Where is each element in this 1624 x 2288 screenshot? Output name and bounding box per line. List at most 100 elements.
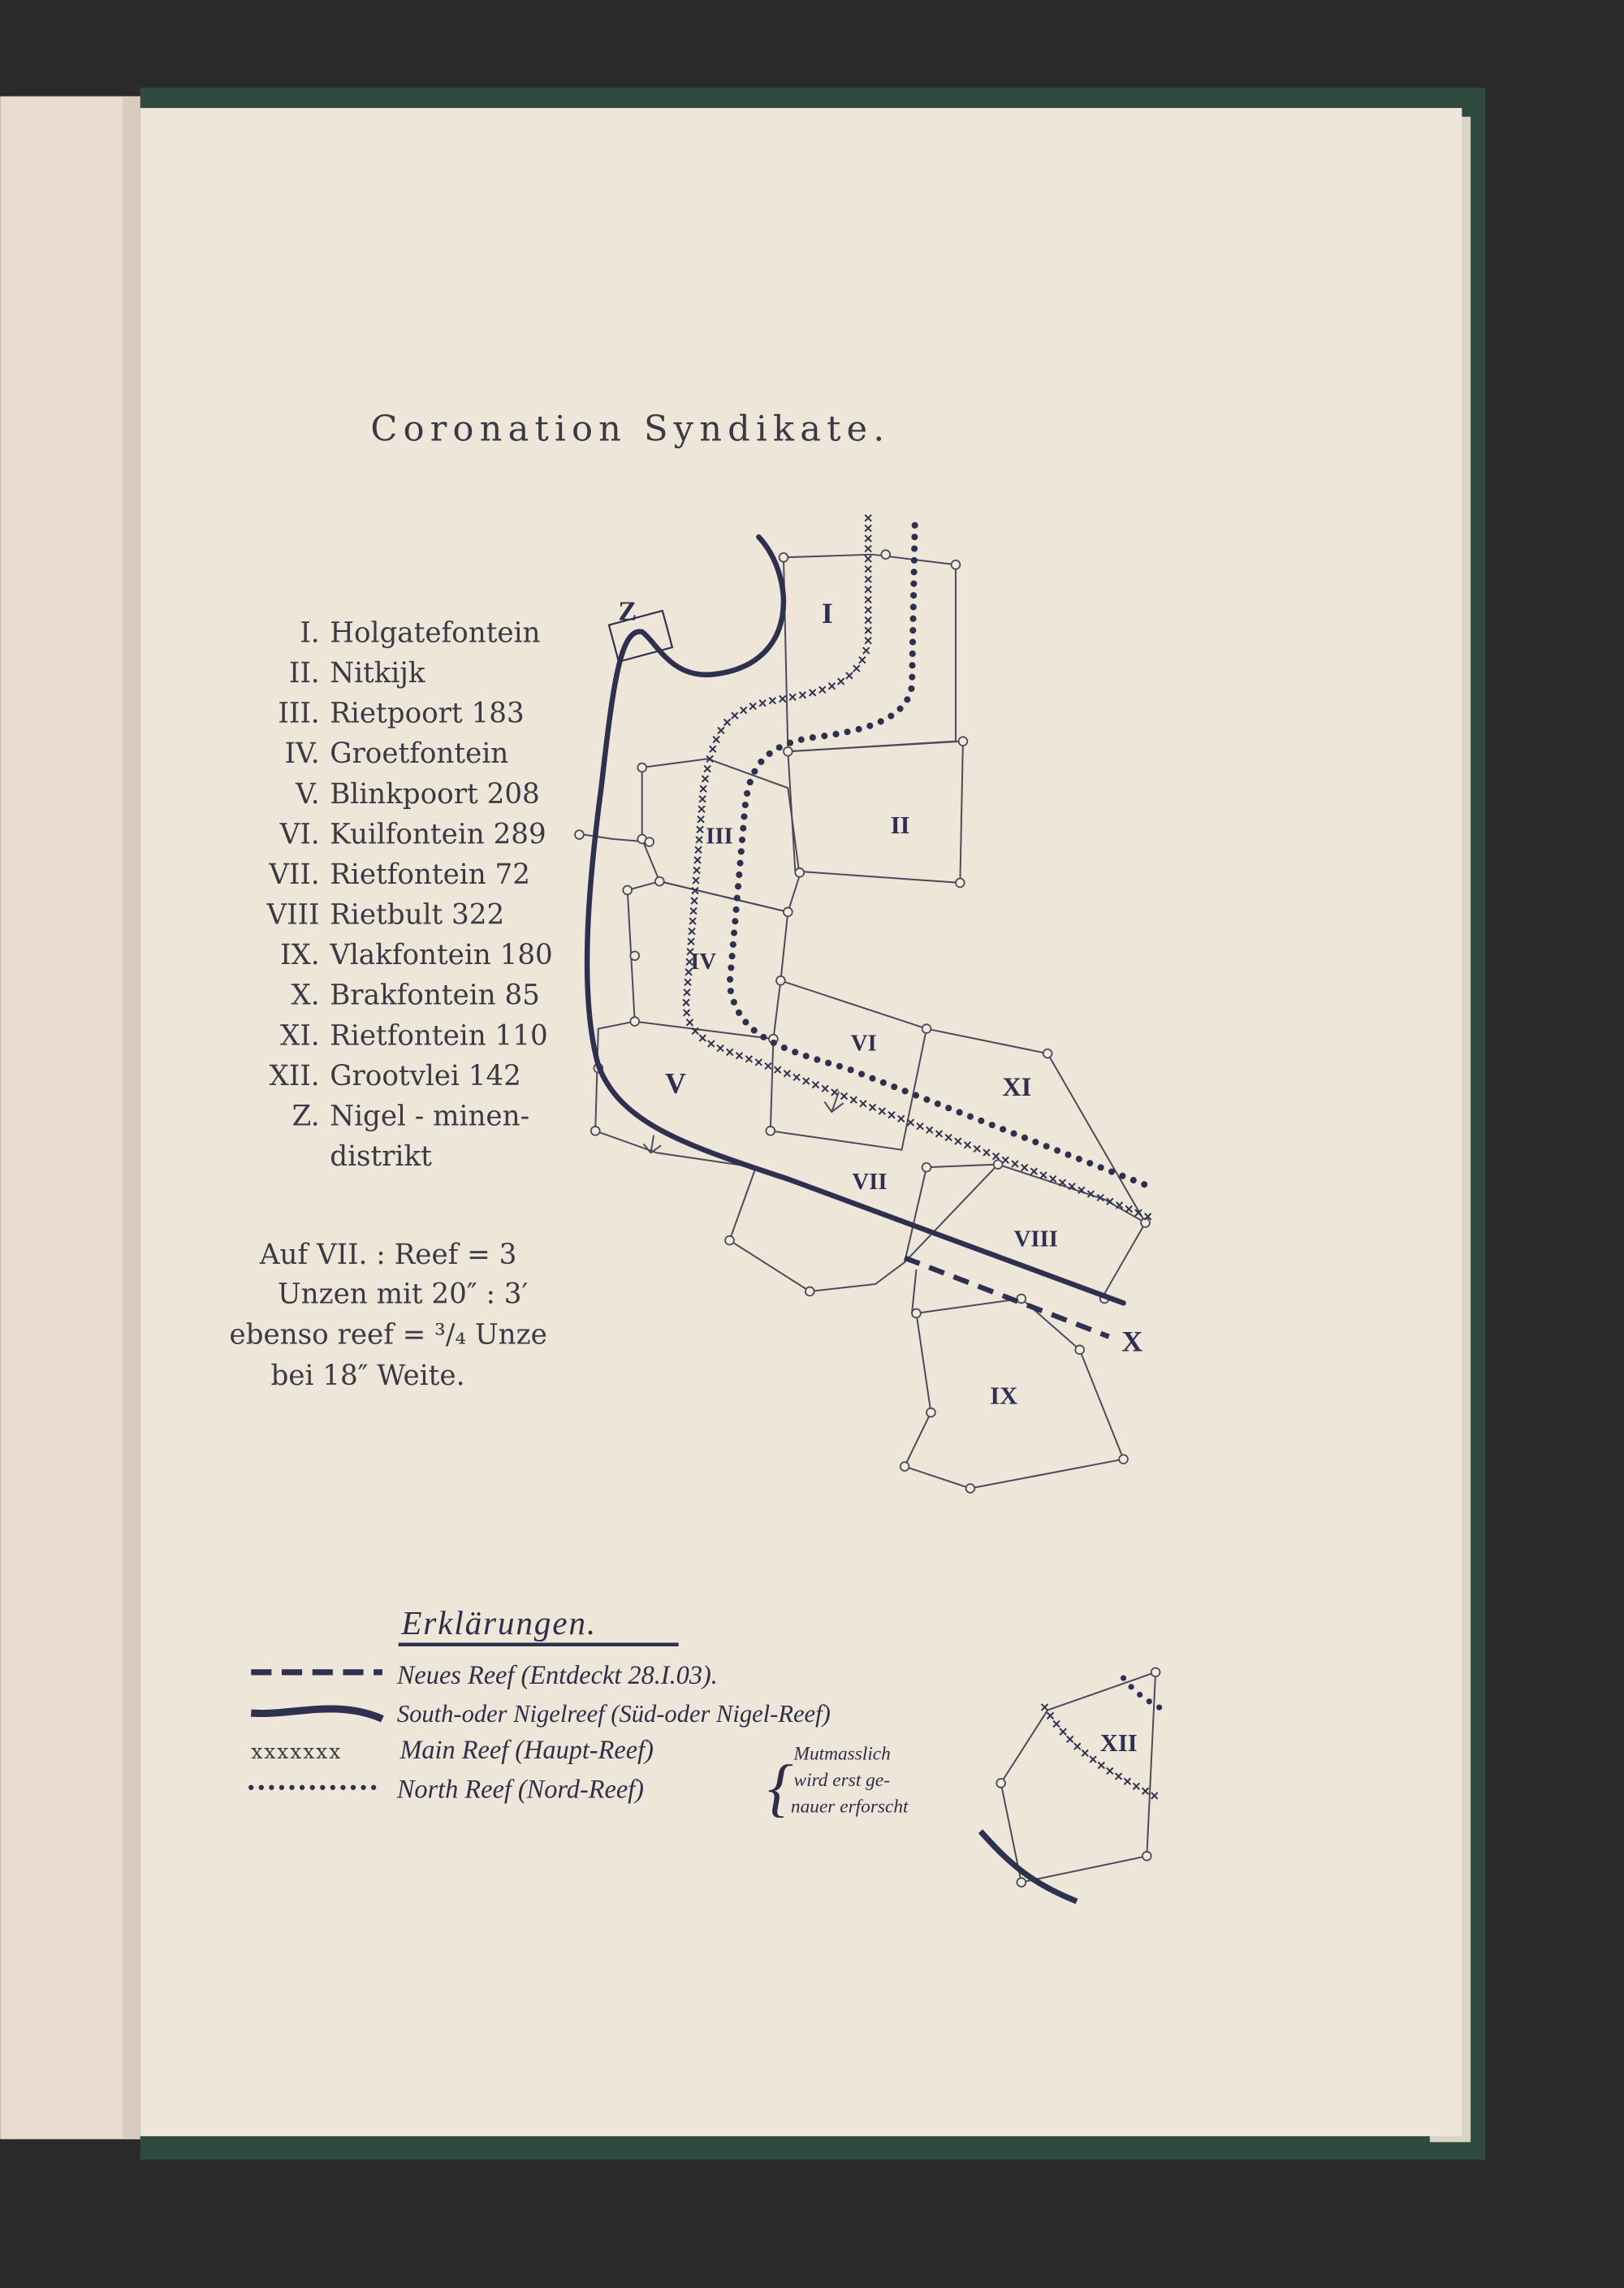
- cross-mark: [1115, 1201, 1124, 1209]
- cross-mark: [827, 682, 836, 690]
- cross-mark: [685, 968, 693, 976]
- cross-mark: [954, 1137, 962, 1145]
- cross-mark: [1086, 1190, 1095, 1198]
- cross-mark: [726, 1048, 734, 1057]
- main-reef-line: [1040, 1703, 1159, 1800]
- map-label: III: [706, 823, 733, 849]
- cross-mark: [689, 917, 697, 925]
- cross-mark: [707, 1040, 715, 1048]
- bracket: {: [767, 1754, 793, 1824]
- cross-mark: [698, 795, 706, 803]
- cross-mark: [1081, 1749, 1089, 1757]
- cross-mark: [811, 1080, 820, 1089]
- cross-mark: [695, 836, 703, 844]
- cross-mark: [683, 988, 691, 997]
- cross-mark: [774, 1066, 782, 1074]
- cross-mark: [983, 1148, 991, 1157]
- cross-mark: [864, 637, 872, 645]
- cross-mark: [690, 897, 698, 905]
- cross-mark: [731, 711, 739, 720]
- cross-mark: [897, 1114, 905, 1122]
- cross-mark: [944, 1133, 952, 1142]
- legend-label: Neues Reef (Entdeckt 28.I.03).: [396, 1660, 718, 1689]
- property-numeral: VIII: [266, 899, 320, 932]
- cross-mark: [1132, 1782, 1141, 1790]
- property-name: distrikt: [330, 1140, 432, 1173]
- cross-mark: [749, 702, 757, 711]
- cross-mark: [935, 1130, 944, 1138]
- cross-mark: [689, 906, 698, 915]
- map-label: VI: [851, 1031, 877, 1057]
- bracket-note: wird erst ge-: [794, 1770, 890, 1791]
- map-label: XII: [1100, 1729, 1138, 1757]
- nigel-reef-line: [978, 1829, 1078, 1905]
- cross-mark: [864, 534, 872, 543]
- map-label: XI: [1002, 1072, 1031, 1101]
- map-label: IX: [990, 1382, 1017, 1409]
- property-name: Nigel - minen-: [330, 1101, 529, 1133]
- cross-mark: [818, 686, 827, 694]
- property-numeral: III.: [278, 698, 319, 730]
- cross-mark: [717, 726, 725, 735]
- property-name: Vlakfontein 180: [329, 939, 553, 971]
- right-page: [140, 107, 1462, 2137]
- property-numeral: IV.: [285, 737, 320, 770]
- property-name: Rietfontein 110: [330, 1019, 547, 1052]
- cross-mark: [698, 1034, 706, 1042]
- cross-mark: [1125, 1205, 1133, 1213]
- cross-mark: [864, 514, 872, 522]
- note-line: Auf VII. : Reef = 3: [259, 1239, 516, 1271]
- map-label: VII: [852, 1169, 887, 1195]
- cross-mark: [685, 1019, 694, 1027]
- legend-label: South-oder Nigelreef (Süd-oder Nigel-Ree…: [397, 1700, 831, 1728]
- cross-mark: [1106, 1767, 1114, 1775]
- map-label: Z: [618, 597, 637, 627]
- property-name: Holgatefontein: [330, 616, 540, 649]
- cross-mark: [1123, 1777, 1132, 1785]
- cross-mark: [1011, 1160, 1019, 1168]
- north-reef-line: [1120, 1675, 1168, 1714]
- cross-mark: [1001, 1156, 1009, 1164]
- cross-mark: [709, 745, 717, 753]
- cross-mark: [754, 1058, 762, 1066]
- cross-mark: [764, 1062, 772, 1070]
- cross-mark: [1049, 1174, 1057, 1183]
- cross-mark: [1089, 1755, 1097, 1763]
- cross-mark: [682, 1009, 691, 1017]
- bracket-note: nauer erforscht: [791, 1796, 909, 1817]
- cross-mark: [821, 1084, 829, 1092]
- cross-mark: [1106, 1197, 1114, 1205]
- cross-mark: [735, 1052, 744, 1060]
- cross-mark: [868, 1103, 877, 1112]
- cross-mark: [864, 555, 872, 563]
- property-name: Grootvlei 142: [330, 1060, 521, 1092]
- thick-line-symbol: [250, 1705, 384, 1723]
- note-line: bei 18″ Weite.: [270, 1360, 464, 1392]
- ore-note: Auf VII. : Reef = 3 Unzen mit 20″ : 3′ e…: [229, 1239, 546, 1392]
- cross-mark: [831, 1088, 839, 1096]
- cross-mark: [864, 575, 872, 583]
- cross-mark: [864, 595, 872, 604]
- new-reef-line: [903, 1255, 1110, 1339]
- cross-mark: [1052, 1719, 1060, 1728]
- cross-mark: [1039, 1171, 1047, 1179]
- map-label: VIII: [1014, 1226, 1058, 1252]
- map-label: II: [891, 811, 910, 839]
- property-numeral: VI.: [279, 818, 320, 850]
- property-boundaries: [574, 549, 1151, 1494]
- cross-mark: [864, 586, 872, 594]
- legend-title: Erklärungen.: [400, 1604, 597, 1641]
- cross-mark: [1134, 1209, 1142, 1217]
- property-name: Rietbult 322: [330, 899, 504, 932]
- cross-mark: [697, 815, 705, 824]
- cross-mark: [906, 1118, 915, 1127]
- cross-mark: [864, 626, 872, 634]
- note-line: ebenso reef = ³/₄ Unze: [229, 1319, 546, 1352]
- property-name: Brakfontein 85: [330, 980, 540, 1012]
- cross-mark: [1151, 1792, 1159, 1800]
- cross-mark: [739, 706, 748, 715]
- cross-mark: [864, 565, 872, 573]
- page-title: Coronation Syndikate.: [370, 409, 890, 450]
- north-reef-line: [726, 521, 1149, 1188]
